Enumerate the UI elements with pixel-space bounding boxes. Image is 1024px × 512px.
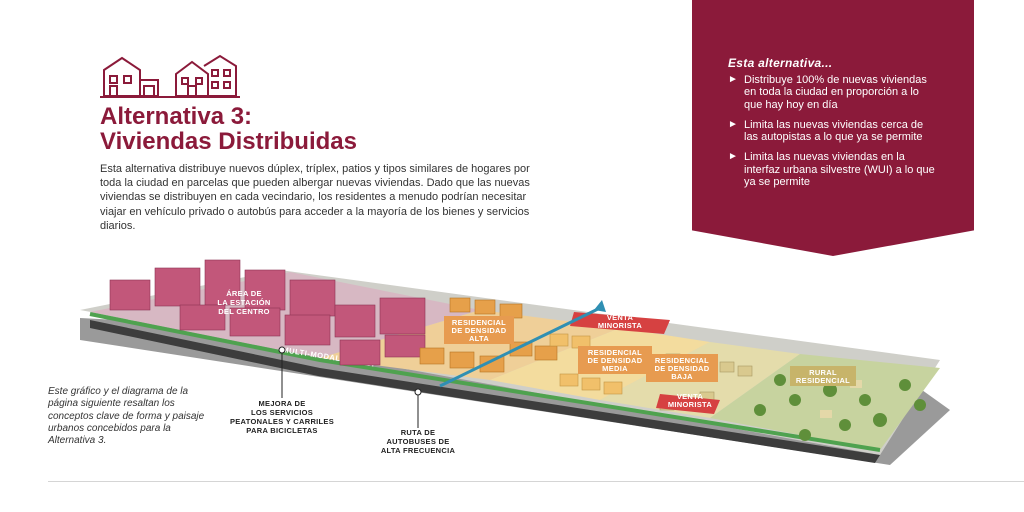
label-station-1: ÁREA DE — [226, 289, 262, 298]
label-retail-top: VENTA MINORISTA — [598, 313, 643, 330]
retail-top — [570, 312, 670, 334]
triangle-right-icon: ► — [728, 151, 738, 163]
label-rural-2: RESIDENCIAL — [796, 376, 850, 385]
label-low-2: DE DENSIDAD — [655, 364, 710, 373]
label-high-1: RESIDENCIAL — [452, 318, 506, 327]
callout-ped-dot — [278, 346, 286, 354]
greenway — [89, 312, 881, 452]
label-medium-3: MEDIA — [602, 364, 628, 373]
zone-high — [320, 310, 620, 380]
label-station: ÁREA DE LA ESTACIÓN DEL CENTRO — [217, 289, 270, 316]
label-medium-1: RESIDENCIAL — [588, 348, 642, 357]
callout-ped-3: PEATONALES Y CARRILES — [230, 417, 334, 426]
label-medium-2: DE DENSIDAD — [588, 356, 643, 365]
label-low-3: BAJA — [671, 372, 693, 381]
label-retail-bottom-1: VENTA — [677, 392, 704, 401]
banner-list: ► Distribuye 100% de nuevas viviendas en … — [728, 74, 938, 196]
houses-icon — [100, 54, 240, 98]
label-retail-bottom-2: MINORISTA — [668, 400, 713, 409]
banner-heading: Esta alternativa... — [728, 56, 833, 70]
banner-item: ► Limita las nuevas viviendas cerca de la… — [728, 119, 938, 144]
callout-bus-3: ALTA FRECUENCIA — [381, 446, 456, 455]
label-retail-bottom: VENTA MINORISTA — [668, 392, 713, 409]
label-retail-top-1: VENTA — [607, 313, 634, 322]
callout-bus-dot — [414, 388, 422, 396]
label-low-1: RESIDENCIAL — [655, 356, 709, 365]
title-line-1: Alternativa 3: — [100, 103, 253, 130]
page-title: Alternativa 3: Viviendas Distribuidas — [100, 104, 357, 154]
bus-route — [439, 306, 601, 388]
banner-item: ► Distribuye 100% de nuevas viviendas en … — [728, 74, 938, 111]
callout-ped-2: LOS SERVICIOS — [251, 408, 313, 417]
label-station-3: DEL CENTRO — [218, 307, 270, 316]
label-low-density: RESIDENCIAL DE DENSIDAD BAJA — [646, 354, 718, 382]
retail-bottom — [656, 394, 720, 414]
city-diagram: MULTI-MODAL STREET — [80, 259, 950, 465]
callout-bus-1: RUTA DE — [401, 428, 436, 437]
station-blocks — [109, 259, 426, 366]
medium-density-blocks — [549, 333, 623, 395]
triangle-right-icon: ► — [728, 118, 738, 130]
callout-ped-1: MEJORA DE — [258, 399, 305, 408]
rural-blocks — [754, 366, 926, 441]
label-high-2: DE DENSIDAD — [452, 326, 507, 335]
multimodal-street — [90, 320, 880, 463]
callout-bus-2: AUTOBUSES DE — [386, 437, 449, 446]
label-high-3: ALTA — [469, 334, 489, 343]
bus-route-arrow — [594, 300, 606, 312]
intro-paragraph: Esta alternativa distribuye nuevos dúple… — [100, 163, 530, 232]
footer-divider — [48, 481, 1024, 482]
label-station-2: LA ESTACIÓN — [217, 298, 270, 307]
triangle-right-icon: ► — [728, 74, 738, 85]
banner-item: ► Limita las nuevas viviendas en la inter… — [728, 151, 938, 188]
label-rural: RURAL RESIDENCIAL — [790, 366, 856, 386]
banner-item-text: Distribuye 100% de nuevas viviendas en t… — [744, 74, 927, 111]
label-medium-density: RESIDENCIAL DE DENSIDAD MEDIA — [578, 346, 652, 374]
callout-ped-4: PARA BICICLETAS — [246, 426, 317, 435]
label-retail-top-2: MINORISTA — [598, 321, 643, 330]
alternative-banner: Esta alternativa... ► Distribuye 100% de … — [692, 0, 974, 256]
title-line-2: Viviendas Distribuidas — [100, 128, 357, 155]
banner-item-text: Limita las nuevas viviendas cerca de las… — [744, 118, 924, 144]
label-rural-1: RURAL — [809, 368, 837, 377]
banner-item-text: Limita las nuevas viviendas en la interf… — [744, 151, 935, 189]
figure-caption: Este gráfico y el diagrama de la página … — [48, 386, 205, 447]
label-high-density: RESIDENCIAL DE DENSIDAD ALTA — [444, 316, 514, 344]
